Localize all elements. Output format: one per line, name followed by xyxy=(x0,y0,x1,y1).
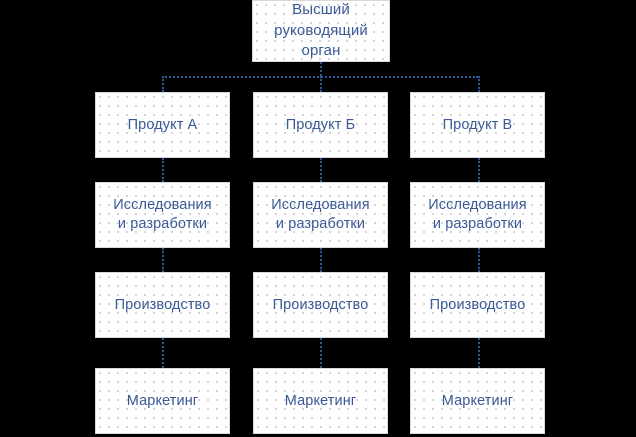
node-production-b[interactable]: Производство xyxy=(253,272,388,338)
connector-b-3 xyxy=(320,338,322,368)
connector-a-3 xyxy=(162,338,164,368)
node-marketing-b[interactable]: Маркетинг xyxy=(253,368,388,434)
connector-a-2 xyxy=(162,248,164,272)
connector-bus-to-column-c xyxy=(478,76,480,92)
node-production-a[interactable]: Производство xyxy=(95,272,230,338)
connector-b-2 xyxy=(320,248,322,272)
node-top-management[interactable]: Высший руководящий орган xyxy=(252,0,390,62)
connector-b-1 xyxy=(320,158,322,182)
connector-bus-to-column-b xyxy=(320,76,322,92)
connector-c-3 xyxy=(478,338,480,368)
node-rnd-b[interactable]: Исследования и разработки xyxy=(253,182,388,248)
node-product-a[interactable]: Продукт А xyxy=(95,92,230,158)
node-rnd-a[interactable]: Исследования и разработки xyxy=(95,182,230,248)
node-marketing-a[interactable]: Маркетинг xyxy=(95,368,230,434)
node-product-b[interactable]: Продукт Б xyxy=(253,92,388,158)
node-product-c[interactable]: Продукт В xyxy=(410,92,545,158)
connector-a-1 xyxy=(162,158,164,182)
connector-c-2 xyxy=(478,248,480,272)
connector-c-1 xyxy=(478,158,480,182)
connector-bus-to-column-a xyxy=(162,76,164,92)
node-production-c[interactable]: Производство xyxy=(410,272,545,338)
node-rnd-c[interactable]: Исследования и разработки xyxy=(410,182,545,248)
node-marketing-c[interactable]: Маркетинг xyxy=(410,368,545,434)
connector-root-stem xyxy=(320,62,322,76)
